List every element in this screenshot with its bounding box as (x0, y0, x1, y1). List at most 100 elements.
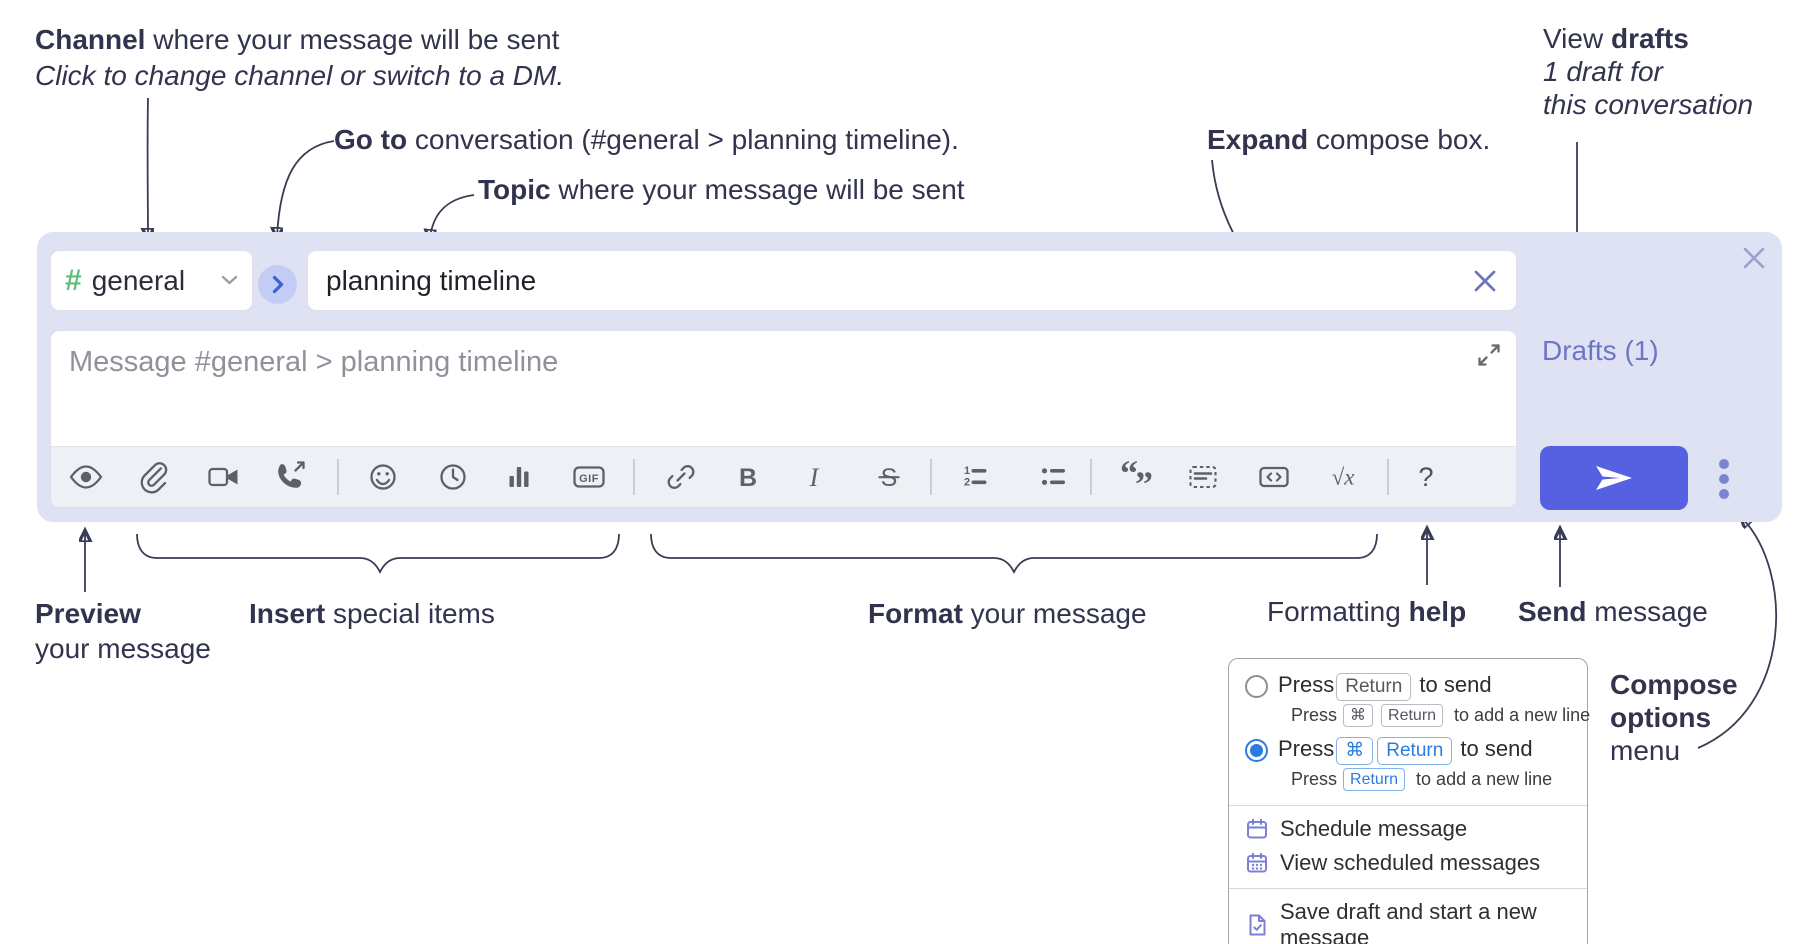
format-brace (650, 533, 1378, 575)
expand-compose-icon[interactable] (1476, 342, 1502, 368)
annotation-channel-bold: Channel (35, 24, 146, 55)
topic-input[interactable]: planning timeline (307, 250, 1517, 311)
link-icon[interactable] (663, 459, 699, 495)
message-placeholder: Message #general > planning timeline (69, 346, 559, 378)
svg-text:I: I (809, 463, 820, 492)
bold-icon[interactable]: B (730, 459, 766, 495)
emoji-icon[interactable] (365, 459, 401, 495)
annotation-insert-rest: special items (325, 598, 495, 629)
formatting-help-icon[interactable]: ? (1408, 459, 1444, 495)
annotation-view-drafts-sub1: 1 draft for (1543, 56, 1663, 87)
poll-icon[interactable] (501, 459, 537, 495)
italic-icon[interactable]: I (796, 459, 832, 495)
svg-text:√x: √x (1332, 465, 1356, 490)
send-icon (1596, 466, 1632, 490)
annotation-channel-sub: Click to change channel or switch to a D… (35, 60, 565, 91)
key-cmd: ⌘ (1343, 704, 1374, 727)
annotation-channel: Channel where your message will be sent … (35, 22, 564, 94)
enter-sends-subtext: Press⌘Return to add a new line (1291, 704, 1591, 727)
math-icon[interactable]: √x (1325, 459, 1361, 495)
annotation-expand-rest: compose box. (1308, 124, 1491, 155)
strikethrough-icon[interactable]: S (871, 459, 907, 495)
compose-options-menu-icon[interactable] (1718, 458, 1730, 500)
video-call-icon[interactable] (206, 459, 242, 495)
annotation-compose-options-bold2: options (1610, 702, 1712, 733)
global-time-icon[interactable] (435, 459, 471, 495)
toolbar-separator (1387, 459, 1389, 495)
attach-file-icon[interactable] (136, 459, 172, 495)
audio-call-icon[interactable] (273, 459, 309, 495)
svg-text:?: ? (1418, 462, 1433, 492)
annotation-go-to: Go to conversation (#general > planning … (334, 122, 959, 158)
menu-item-schedule-message[interactable]: Schedule message (1229, 812, 1587, 846)
channel-hash-icon: # (65, 263, 82, 297)
spoiler-icon[interactable] (1185, 459, 1221, 495)
save-draft-icon (1249, 914, 1266, 936)
annotation-insert-bold: Insert (249, 598, 326, 629)
annotation-go-to-rest: conversation (#general > planning timeli… (407, 124, 959, 155)
drafts-link[interactable]: Drafts (1) (1542, 335, 1659, 366)
annotation-channel-rest: where your message will be sent (145, 24, 560, 55)
annotation-formatting-help-bold: help (1408, 596, 1467, 627)
annotation-view-drafts-pre: View (1543, 23, 1611, 54)
annotation-send: Send message (1518, 594, 1708, 630)
annotation-insert: Insert special items (249, 596, 495, 632)
annotation-compose-options-bold1: Compose (1610, 669, 1738, 700)
goto-arrow (277, 140, 335, 237)
chevron-right-icon (272, 275, 283, 294)
annotation-compose-options: Compose options menu (1610, 668, 1738, 767)
channel-selector[interactable]: # general (50, 250, 253, 311)
annotation-view-drafts-bold: drafts (1610, 23, 1689, 54)
send-button[interactable] (1540, 446, 1688, 510)
radio-cmd-enter-sends[interactable] (1245, 739, 1268, 762)
message-input[interactable]: Message #general > planning timeline (50, 330, 1517, 508)
insert-brace (136, 533, 620, 575)
preview-eye-icon[interactable] (68, 459, 104, 495)
schedule-message-icon (1247, 818, 1267, 839)
svg-text:GIF: GIF (579, 473, 599, 485)
svg-text:2: 2 (964, 477, 970, 489)
menu-item-cmd-enter-sends[interactable]: Press⌘Return to send (1229, 733, 1587, 765)
key-return: Return (1377, 737, 1453, 765)
view-scheduled-icon (1247, 852, 1267, 873)
annotation-channel-line1: Channel where your message will be sent (35, 22, 564, 58)
radio-enter-sends[interactable] (1245, 675, 1268, 698)
annotation-formatting-help-pre: Formatting (1267, 596, 1409, 627)
annotation-view-drafts-sub2: this conversation (1543, 89, 1754, 120)
svg-text:”: ” (1135, 464, 1153, 504)
annotation-view-drafts: View drafts 1 draft for this conversatio… (1543, 22, 1753, 121)
quote-icon[interactable]: “” (1120, 453, 1156, 504)
annotation-preview-line2: your message (35, 633, 211, 664)
annotation-expand: Expand compose box. (1207, 122, 1490, 158)
topic-input-value: planning timeline (326, 264, 537, 296)
annotation-topic-rest: where your message will be sent (550, 174, 965, 205)
toolbar-separator (1090, 459, 1092, 495)
annotation-send-bold: Send (1518, 596, 1587, 627)
bulleted-list-icon[interactable] (1036, 459, 1072, 495)
gif-icon[interactable]: GIF (571, 459, 607, 495)
annotation-view-drafts-line1: View drafts (1543, 22, 1753, 55)
menu-item-view-scheduled[interactable]: View scheduled messages (1229, 846, 1587, 880)
cmd-enter-sends-text: Press⌘Return to send (1278, 736, 1533, 765)
annotation-compose-options-line3: menu (1610, 735, 1681, 766)
key-cmd: ⌘ (1336, 737, 1374, 765)
toolbar-separator (930, 459, 932, 495)
code-icon[interactable] (1256, 459, 1292, 495)
clear-topic-icon[interactable] (1472, 268, 1498, 294)
annotation-topic-bold: Topic (478, 174, 551, 205)
chevron-down-icon (221, 275, 238, 285)
menu-divider (1229, 888, 1587, 889)
annotation-preview: Preview your message (35, 596, 211, 666)
menu-item-label: Schedule message (1280, 816, 1468, 841)
svg-text:1: 1 (964, 465, 970, 477)
menu-item-label: View scheduled messages (1280, 850, 1541, 875)
menu-item-save-draft[interactable]: Save draft and start a new message (1229, 895, 1587, 944)
go-to-conversation-button[interactable] (258, 265, 297, 304)
svg-text:B: B (739, 464, 757, 492)
close-compose-icon[interactable] (1742, 246, 1766, 270)
